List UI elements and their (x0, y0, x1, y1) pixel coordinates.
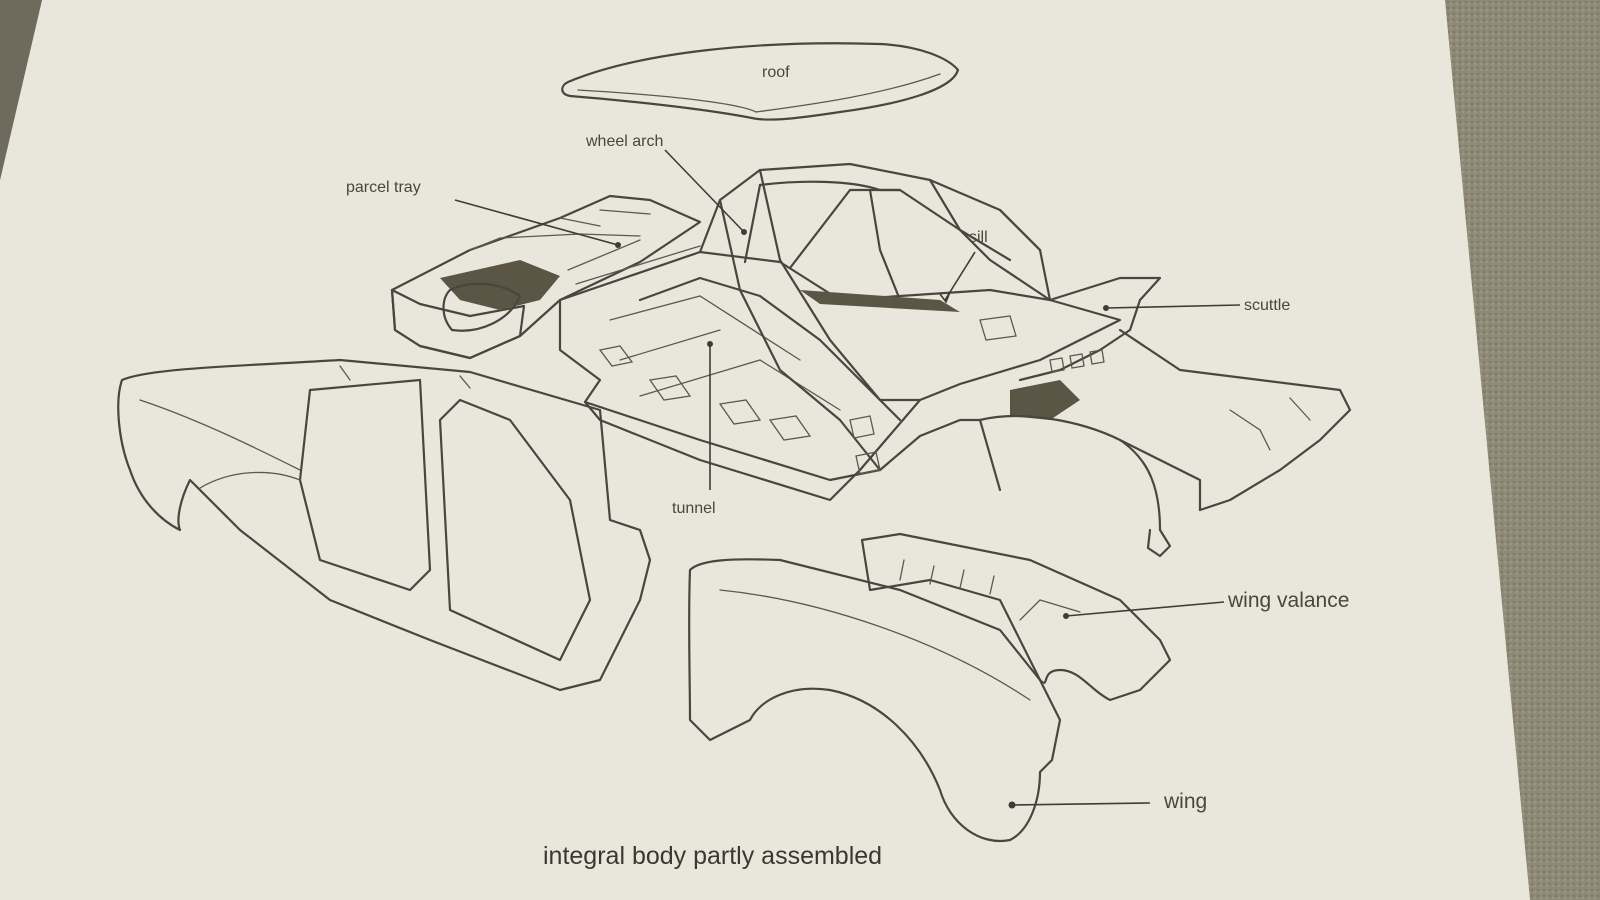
label-tunnel: tunnel (672, 500, 716, 517)
front-wing-part (688, 558, 1062, 843)
label-parcel-tray: parcel tray (346, 179, 421, 196)
label-sill: sill (969, 229, 988, 246)
body-side-panel (117, 358, 652, 692)
label-wheel-arch: wheel arch (585, 133, 663, 150)
leader-lines (454, 149, 1241, 809)
boot-parcel-tray-section (390, 194, 702, 360)
label-wing: wing (1163, 790, 1207, 813)
label-wing-valance: wing valance (1227, 589, 1349, 612)
paper-shadow (0, 0, 42, 180)
figure-caption: integral body partly assembled (543, 842, 882, 870)
paper-sheet (0, 0, 1530, 900)
floor-and-cabin-frame (558, 162, 1352, 558)
label-scuttle: scuttle (1244, 297, 1290, 314)
roof-panel (561, 42, 960, 121)
label-roof: roof (762, 64, 790, 81)
